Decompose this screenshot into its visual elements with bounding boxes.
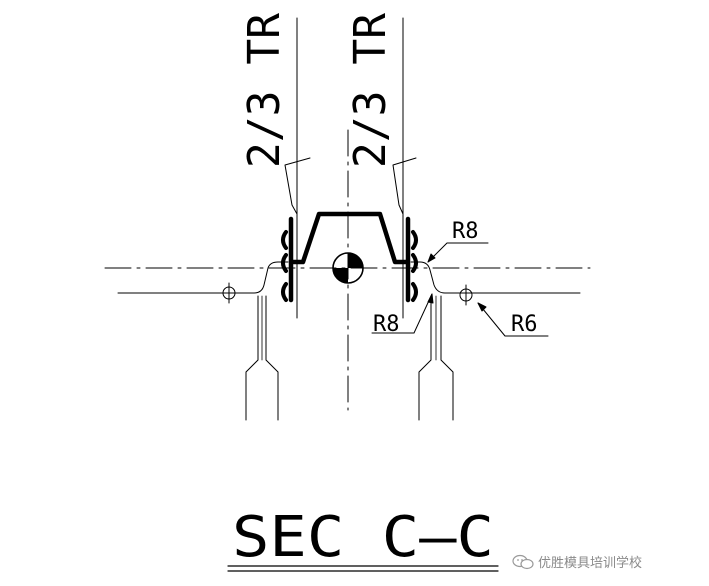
right-hole-symbol <box>459 284 473 306</box>
section-title: SEC C–C <box>232 505 494 570</box>
watermark: 优胜模具培训学校 <box>512 552 642 571</box>
leader-r8-lower-arrow <box>427 293 434 304</box>
leader-r6-arrow <box>477 302 487 312</box>
datum-center-mark <box>332 252 364 284</box>
hat-profile <box>288 211 411 303</box>
radius-label-r6: R6 <box>511 312 538 337</box>
weld-note-right: 2/3 TR <box>345 13 396 168</box>
radius-label-r8-lower: R8 <box>373 312 400 337</box>
leader-r8-lower <box>371 293 433 334</box>
weld-bead-left <box>281 230 288 302</box>
right-part-outline <box>410 261 581 294</box>
leader-r8-top-arrow <box>427 253 436 263</box>
weld-note-left: 2/3 TR <box>239 13 290 168</box>
leader-r8-top <box>427 242 489 263</box>
watermark-text: 优胜模具培训学校 <box>538 556 643 571</box>
radius-label-r8-top: R8 <box>452 219 479 244</box>
wechat-icon <box>512 554 534 569</box>
left-hole-symbol <box>222 282 236 304</box>
weld-leader-left <box>284 157 311 215</box>
weld-bead-right <box>411 230 418 302</box>
leader-r6 <box>477 302 549 337</box>
right-part-web <box>418 295 454 421</box>
weld-leader-right <box>392 157 417 215</box>
left-part-outline <box>117 261 289 294</box>
left-part-web <box>245 295 279 421</box>
